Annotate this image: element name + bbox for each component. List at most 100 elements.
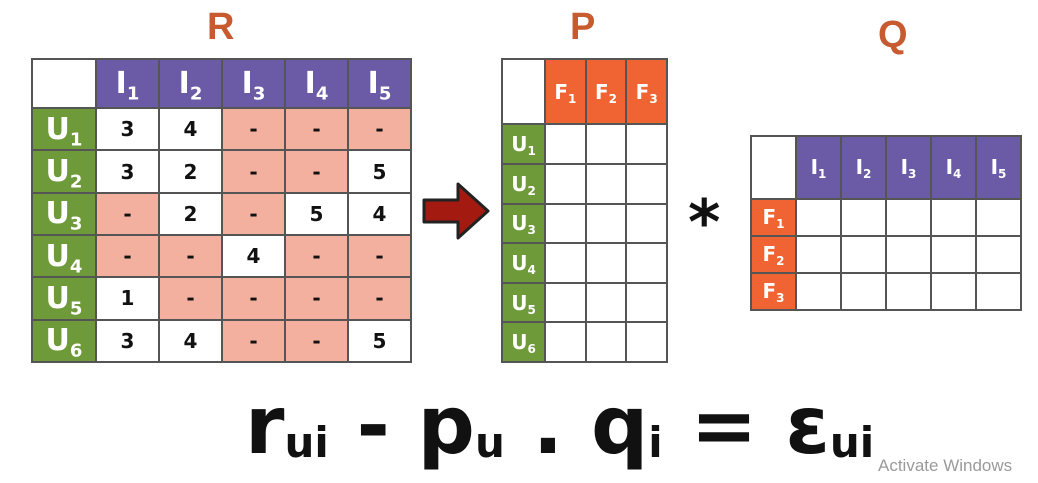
r-corner-cell bbox=[31, 57, 97, 110]
p-empty-cell bbox=[544, 163, 587, 205]
r-user-header: U1 bbox=[31, 107, 97, 152]
r-missing-rating-cell: - bbox=[95, 191, 160, 237]
r-rating-cell: 4 bbox=[158, 318, 223, 364]
q-row: F1 bbox=[750, 197, 1022, 237]
p-row: U4 bbox=[501, 242, 668, 284]
q-empty-cell bbox=[975, 234, 1022, 274]
q-factor-header: F2 bbox=[750, 234, 797, 274]
eq-p: p bbox=[417, 379, 475, 472]
p-user-header: U5 bbox=[501, 281, 546, 324]
r-item-header: I2 bbox=[158, 57, 223, 110]
p-title: P bbox=[570, 6, 596, 48]
r-missing-rating-cell: - bbox=[221, 107, 286, 152]
r-user-header: U6 bbox=[31, 318, 97, 364]
eq-epsilon-sub: ui bbox=[829, 418, 875, 468]
eq-dot: . bbox=[532, 379, 564, 472]
p-empty-cell bbox=[625, 321, 668, 363]
eq-equals: = bbox=[690, 379, 758, 472]
p-empty-cell bbox=[584, 202, 628, 245]
p-empty-cell bbox=[625, 242, 668, 284]
r-item-header: I4 bbox=[284, 57, 349, 110]
r-missing-rating-cell: - bbox=[284, 234, 349, 279]
r-header-row: I1 I2 I3 I4 I5 bbox=[31, 57, 412, 110]
r-rating-cell: 4 bbox=[347, 191, 412, 237]
p-user-header: U2 bbox=[501, 163, 546, 205]
r-missing-rating-cell: - bbox=[284, 107, 349, 152]
q-item-header: I3 bbox=[885, 135, 932, 200]
r-rating-cell: 5 bbox=[284, 191, 349, 237]
p-user-header: U6 bbox=[501, 321, 546, 363]
r-missing-rating-cell: - bbox=[347, 276, 412, 321]
r-missing-rating-cell: - bbox=[221, 149, 286, 194]
p-row: U3 bbox=[501, 202, 668, 245]
q-item-header: I5 bbox=[975, 135, 1022, 200]
p-row: U5 bbox=[501, 281, 668, 324]
r-missing-rating-cell: - bbox=[284, 149, 349, 194]
q-empty-cell bbox=[885, 234, 932, 274]
p-empty-cell bbox=[544, 242, 587, 284]
r-rating-cell: 5 bbox=[347, 149, 412, 194]
r-missing-rating-cell: - bbox=[221, 191, 286, 237]
r-rating-cell: 3 bbox=[95, 318, 160, 364]
q-empty-cell bbox=[795, 234, 842, 274]
p-factor-header: F1 bbox=[544, 57, 587, 126]
q-item-header: I1 bbox=[795, 135, 842, 200]
eq-q: q bbox=[590, 379, 649, 472]
p-row: U1 bbox=[501, 123, 668, 166]
r-rating-cell: 3 bbox=[95, 149, 160, 194]
activate-windows-watermark: Activate Windows bbox=[878, 456, 1013, 475]
q-factor-header: F1 bbox=[750, 197, 797, 237]
r-rating-cell: 2 bbox=[158, 191, 223, 237]
q-title: Q bbox=[878, 14, 908, 56]
q-item-header: I2 bbox=[840, 135, 887, 200]
r-user-header: U2 bbox=[31, 149, 97, 194]
eq-q-sub: i bbox=[648, 418, 663, 468]
p-user-header: U3 bbox=[501, 202, 546, 245]
right-arrow-icon bbox=[422, 182, 490, 240]
r-rating-cell: 5 bbox=[347, 318, 412, 364]
r-user-header: U4 bbox=[31, 234, 97, 279]
p-empty-cell bbox=[584, 321, 628, 363]
q-header-row: I1 I2 I3 I4 I5 bbox=[750, 135, 1022, 200]
eq-r-sub: ui bbox=[284, 418, 329, 468]
r-missing-rating-cell: - bbox=[95, 234, 160, 279]
q-empty-cell bbox=[795, 197, 842, 237]
r-missing-rating-cell: - bbox=[221, 318, 286, 364]
r-rating-cell: 4 bbox=[221, 234, 286, 279]
p-factor-header: F3 bbox=[625, 57, 668, 126]
p-row: U2 bbox=[501, 163, 668, 205]
eq-r: r bbox=[245, 379, 285, 472]
q-empty-cell bbox=[840, 234, 887, 274]
p-empty-cell bbox=[625, 163, 668, 205]
p-empty-cell bbox=[544, 281, 587, 324]
q-empty-cell bbox=[930, 234, 977, 274]
p-empty-cell bbox=[625, 202, 668, 245]
r-rating-cell: 1 bbox=[95, 276, 160, 321]
p-corner-cell bbox=[501, 57, 546, 126]
r-missing-rating-cell: - bbox=[158, 276, 223, 321]
q-empty-cell bbox=[975, 271, 1022, 312]
p-header-row: F1 F2 F3 bbox=[501, 57, 668, 126]
eq-p-sub: u bbox=[474, 418, 505, 468]
p-empty-cell bbox=[625, 281, 668, 324]
p-empty-cell bbox=[584, 163, 628, 205]
q-item-header: I4 bbox=[930, 135, 977, 200]
eq-minus: - bbox=[356, 379, 390, 472]
q-corner-cell bbox=[750, 135, 797, 200]
p-empty-cell bbox=[544, 321, 587, 363]
q-row: F2 bbox=[750, 234, 1022, 274]
error-equation: rui - pu . qi = εui bbox=[245, 386, 874, 466]
q-empty-cell bbox=[840, 197, 887, 237]
eq-epsilon: ε bbox=[785, 379, 830, 472]
r-user-header: U5 bbox=[31, 276, 97, 321]
p-empty-cell bbox=[584, 242, 628, 284]
q-empty-cell bbox=[930, 197, 977, 237]
p-empty-cell bbox=[584, 281, 628, 324]
r-item-header: I5 bbox=[347, 57, 412, 110]
